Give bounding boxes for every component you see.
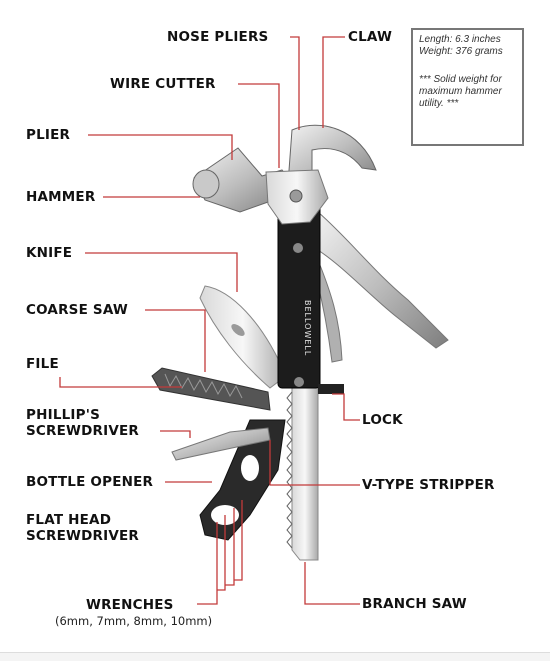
claw-and-pliers [265,124,377,225]
spec-note-line3: utility. *** [419,98,459,109]
label-hammer: HAMMER [26,189,96,205]
leader-lines [59,36,360,605]
spec-length: Length: 6.3 inches [419,34,501,45]
plier-lever-arm [315,210,449,363]
label-file: FILE [26,356,59,372]
label-plier: PLIER [26,127,71,143]
wrenches-and-bottle-opener [171,419,286,541]
label-wrenches-sizes: (6mm, 7mm, 8mm, 10mm) [55,614,213,628]
label-knife: KNIFE [26,245,73,261]
file-blade [151,367,271,411]
label-lock: LOCK [362,412,403,428]
spec-note-line1: *** Solid weight for [419,74,502,85]
label-bottle-opener: BOTTLE OPENER [26,474,154,490]
bottom-border [0,652,550,661]
label-phillips-line2: SCREWDRIVER [26,423,140,439]
label-coarse-saw: COARSE SAW [26,302,128,318]
label-nose-pliers: NOSE PLIERS [167,29,269,45]
label-flat-head-line2: SCREWDRIVER [26,528,140,544]
knife-blade [199,285,287,389]
label-v-type-stripper: V-TYPE STRIPPER [362,477,495,493]
label-claw: CLAW [348,29,393,45]
label-phillips-line1: PHILLIP'S [26,407,100,423]
spec-weight: Weight: 376 grams [419,46,503,57]
handle-brand-text: BELLOWELL [303,300,312,356]
spec-box: Length: 6.3 inches Weight: 376 grams ***… [411,28,524,146]
label-branch-saw: BRANCH SAW [362,596,467,612]
tool-handle [277,197,344,394]
label-wrenches: WRENCHES [86,597,174,613]
label-flat-head-line1: FLAT HEAD [26,512,112,528]
spec-note-line2: maximum hammer [419,86,502,97]
label-wire-cutter: WIRE CUTTER [110,76,216,92]
branch-saw-blade [286,379,319,561]
